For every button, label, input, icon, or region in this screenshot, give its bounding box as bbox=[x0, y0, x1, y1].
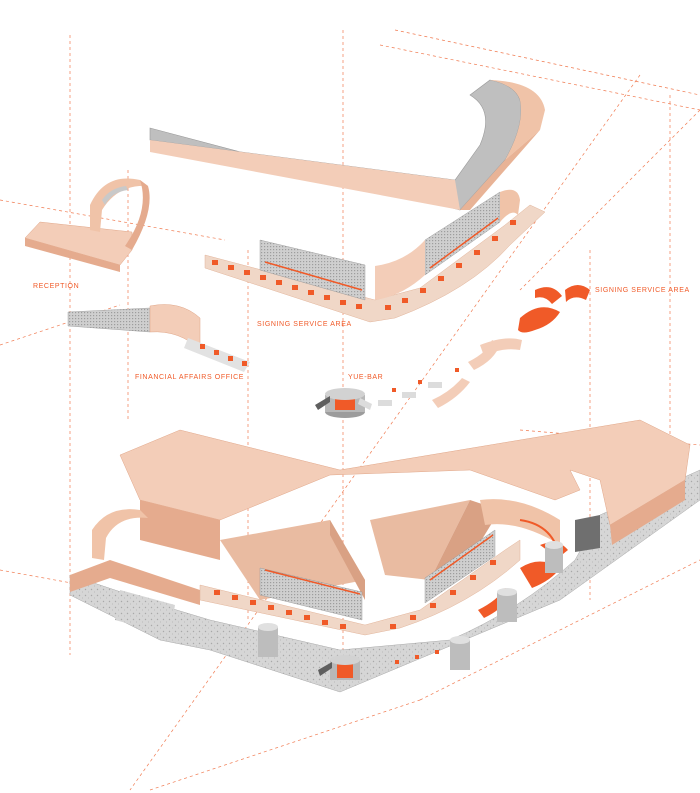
counter-chairs bbox=[212, 220, 516, 310]
yue-bar-module bbox=[315, 388, 372, 418]
diagram-labels: RECEPTION FINANCIAL AFFAIRS OFFICE SIGNI… bbox=[33, 283, 690, 381]
signing-counter-module bbox=[204, 189, 546, 323]
ground-counter-chairs bbox=[214, 560, 496, 629]
financial-affairs-module bbox=[67, 304, 250, 372]
ground-floor-plan bbox=[69, 419, 700, 693]
ceiling-canopy bbox=[149, 79, 545, 211]
label-signing-service-right: SIGNING SERVICE AREA bbox=[595, 287, 690, 294]
label-signing-service-main: SIGNING SERVICE AREA bbox=[257, 321, 352, 328]
label-financial-affairs: FINANCIAL AFFAIRS OFFICE bbox=[135, 374, 244, 381]
signing-service-right-module bbox=[378, 285, 590, 408]
label-reception: RECEPTION bbox=[33, 283, 79, 290]
columns bbox=[258, 541, 563, 670]
reception-module bbox=[24, 178, 150, 272]
label-yue-bar: YUE-BAR bbox=[348, 374, 383, 381]
